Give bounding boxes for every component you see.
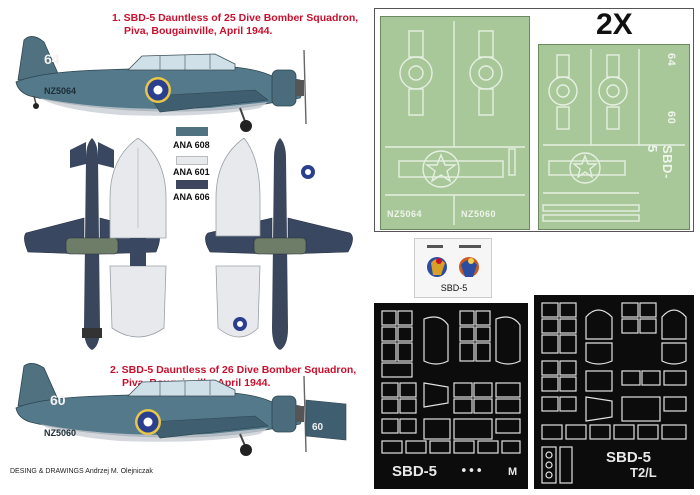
mask-black-left-cells [381, 310, 521, 454]
mask-sheet-green-right: SBD-5 64 60 [538, 44, 690, 230]
mask-sheet-black-left: SBD-5 ••• M [374, 303, 528, 489]
multiplier-label: 2X [596, 8, 633, 41]
profile-2-tail-code: 60 [312, 422, 324, 433]
mask-model-vertical: SBD-5 [645, 145, 675, 179]
mask-green-right-shapes [542, 49, 685, 222]
mask-serial-b: NZ5060 [461, 209, 497, 219]
mask-num-b: 60 [665, 111, 677, 125]
drawing-area: 1. SBD-5 Dauntless of 25 Dive Bomber Squ… [10, 12, 358, 475]
credit-line: DESING & DRAWINGS Andrzej M. Olejniczak [10, 468, 153, 475]
black-left-dots: ••• [460, 464, 484, 479]
profile-1-title-line1: 1. SBD-5 Dauntless of 25 Dive Bomber Squ… [112, 12, 359, 24]
decal-artwork [427, 245, 481, 277]
swatch-2-label: ANA 601 [173, 167, 210, 177]
black-right-suffix: T2/L [630, 465, 657, 480]
mask-serial-a: NZ5064 [387, 209, 423, 219]
black-left-suffix: M [508, 466, 518, 478]
swatch-3 [176, 180, 208, 189]
decal-label: SBD-5 [440, 283, 468, 293]
profile-1-serial: NZ5064 [44, 86, 77, 96]
swatch-1-label: ANA 608 [173, 140, 210, 150]
decal-sheet: SBD-5 [414, 238, 492, 298]
profile-2-aircraft [15, 363, 347, 456]
profile-1-title-line2: Piva, Bougainville, April 1944. [124, 25, 273, 37]
swatch-1 [176, 127, 208, 136]
black-left-model: SBD-5 [392, 463, 438, 480]
plan-view-right [205, 138, 353, 350]
mask-num-a: 64 [665, 53, 677, 67]
profile-1-aircraft [15, 36, 307, 132]
plan-view-top [24, 138, 160, 350]
credit-author: Andrzej M. Olejniczak [85, 468, 153, 475]
mask-black-right-cells [541, 302, 687, 484]
mask-sheet-green-left: NZ5064 NZ5060 [380, 16, 530, 230]
profile-2-code: 60 [50, 392, 66, 408]
mask-green-left-shapes [385, 21, 525, 225]
mask-sheet-black-right: SBD-5 T2/L [534, 295, 694, 489]
profile-1-title: 1. SBD-5 Dauntless of 25 Dive Bomber Squ… [112, 12, 372, 38]
plan-view-bottom-left [109, 138, 167, 338]
swatch-3-label: ANA 606 [173, 192, 210, 202]
credit-prefix: DESING & DRAWINGS [10, 468, 84, 475]
swatch-2 [176, 156, 208, 165]
profile-2-serial: NZ5060 [44, 428, 77, 438]
black-right-model: SBD-5 [606, 449, 652, 466]
profile-1-code: 64 [44, 51, 60, 67]
profile-2-title-line1: 2. SBD-5 Dauntless of 26 Dive Bomber Squ… [110, 364, 357, 376]
